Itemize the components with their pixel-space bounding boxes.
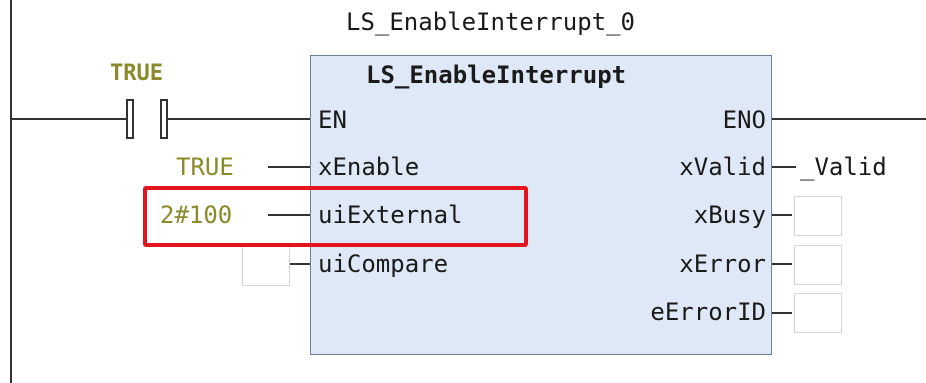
eerrorid-output-box[interactable] (794, 293, 842, 333)
xvalid-output-variable[interactable]: _Valid (800, 153, 887, 181)
pin-eno[interactable]: ENO (722, 106, 766, 134)
contact-right-bar (160, 99, 168, 139)
contact-left-bar (126, 99, 134, 139)
xerror-output-box[interactable] (794, 245, 842, 285)
left-power-rail (10, 0, 12, 383)
block-type-name: LS_EnableInterrupt (366, 61, 627, 89)
instance-name[interactable]: LS_EnableInterrupt_0 (346, 8, 635, 36)
uicompare-value-box[interactable] (242, 246, 290, 286)
pin-uiexternal[interactable]: uiExternal (318, 201, 463, 229)
uiexternal-highlight-box (143, 186, 528, 247)
uiexternal-value[interactable]: 2#100 (160, 201, 233, 229)
xenable-value[interactable]: TRUE (176, 153, 234, 181)
contact-label: TRUE (110, 61, 163, 86)
pin-xenable[interactable]: xEnable (318, 153, 420, 181)
pin-xerror[interactable]: xError (679, 250, 766, 278)
xbusy-output-box[interactable] (794, 196, 842, 236)
pin-en[interactable]: EN (318, 106, 347, 134)
pin-xbusy[interactable]: xBusy (693, 201, 766, 229)
contact-true[interactable] (120, 96, 174, 142)
pin-uicompare[interactable]: uiCompare (318, 250, 449, 278)
pin-xvalid[interactable]: xValid (679, 153, 766, 181)
function-block[interactable] (310, 55, 772, 355)
pin-eerrorid[interactable]: eErrorID (650, 298, 766, 326)
